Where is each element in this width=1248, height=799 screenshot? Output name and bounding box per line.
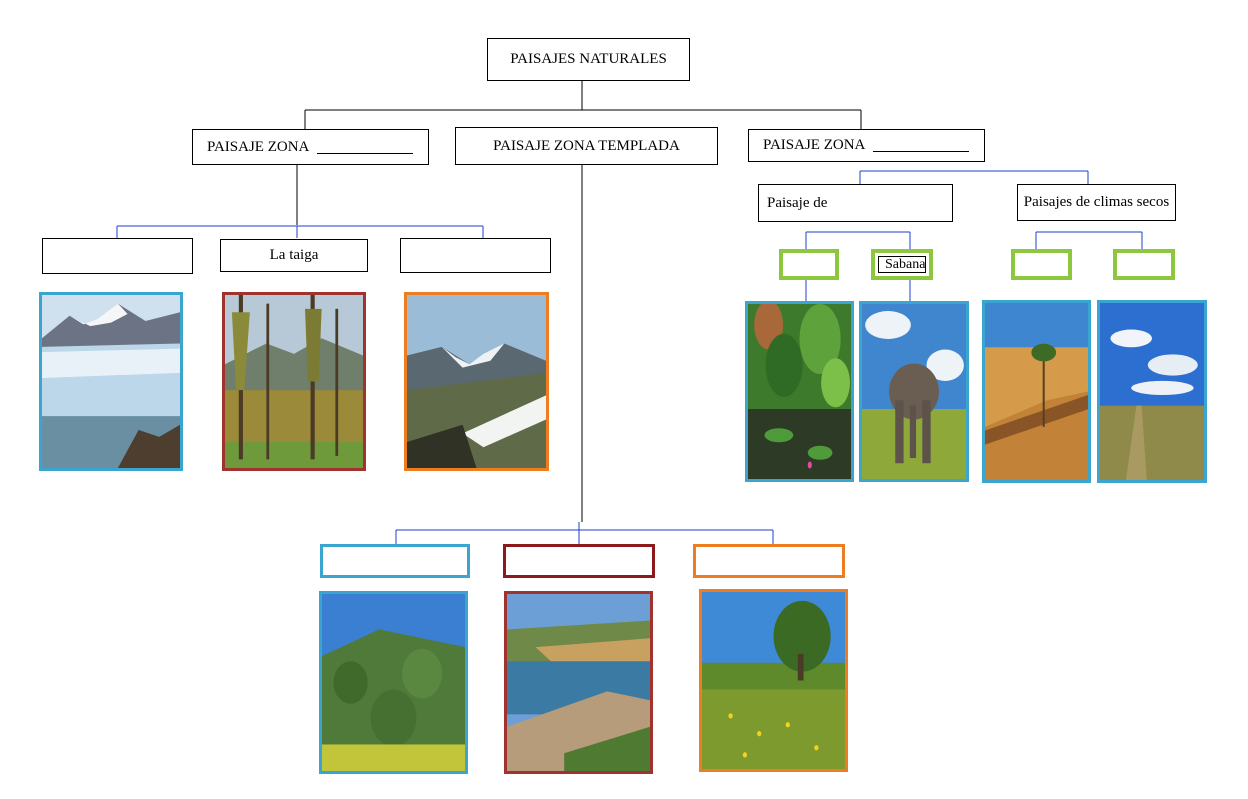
fill-in-blank[interactable] bbox=[873, 139, 970, 152]
glacier-mountain-photo bbox=[39, 292, 183, 471]
dry-sub-2[interactable] bbox=[1113, 249, 1175, 280]
left-child-2[interactable]: La taiga bbox=[220, 239, 368, 272]
branch-middle-label: PAISAJE ZONA TEMPLADA bbox=[493, 137, 680, 154]
desert-dune-palm-photo bbox=[982, 300, 1091, 483]
left-child-3[interactable] bbox=[400, 238, 551, 273]
branch-left: PAISAJE ZONA bbox=[192, 129, 429, 165]
dry-sub-1[interactable] bbox=[1011, 249, 1072, 280]
taiga-forest-photo bbox=[222, 292, 366, 471]
branch-middle: PAISAJE ZONA TEMPLADA bbox=[455, 127, 718, 165]
branch-right-label: PAISAJE ZONA bbox=[763, 137, 866, 153]
middle-child-2[interactable] bbox=[503, 544, 655, 578]
middle-child-3[interactable] bbox=[693, 544, 845, 578]
branch-left-label: PAISAJE ZONA bbox=[207, 138, 310, 155]
rainforest-pond-photo bbox=[745, 301, 854, 482]
meadow-tree-photo bbox=[699, 589, 848, 772]
steppe-plain-photo bbox=[1097, 300, 1207, 483]
rocky-coast-photo bbox=[504, 591, 653, 774]
right-child-dry: Paisajes de climas secos bbox=[1017, 184, 1176, 221]
right-child-humid-label: Paisaje de bbox=[767, 194, 828, 211]
mediterranean-scrub-photo bbox=[319, 591, 468, 774]
savanna-elephant-photo bbox=[859, 301, 969, 482]
branch-right: PAISAJE ZONA bbox=[748, 129, 985, 162]
left-child-1[interactable] bbox=[42, 238, 193, 274]
root-title: PAISAJES NATURALES bbox=[510, 51, 667, 67]
humid-sub-2[interactable]: Sabana bbox=[871, 249, 933, 280]
right-child-dry-label: Paisajes de climas secos bbox=[1023, 194, 1170, 210]
humid-sub-1[interactable] bbox=[779, 249, 839, 280]
humid-sub-2-label: Sabana bbox=[885, 256, 926, 272]
root-node: PAISAJES NATURALES bbox=[487, 38, 690, 81]
snowy-mountain-valley-photo bbox=[404, 292, 549, 471]
middle-child-1[interactable] bbox=[320, 544, 470, 578]
right-child-humid: Paisaje de bbox=[758, 184, 953, 222]
fill-in-blank[interactable] bbox=[317, 141, 414, 154]
left-child-2-label: La taiga bbox=[269, 247, 319, 263]
